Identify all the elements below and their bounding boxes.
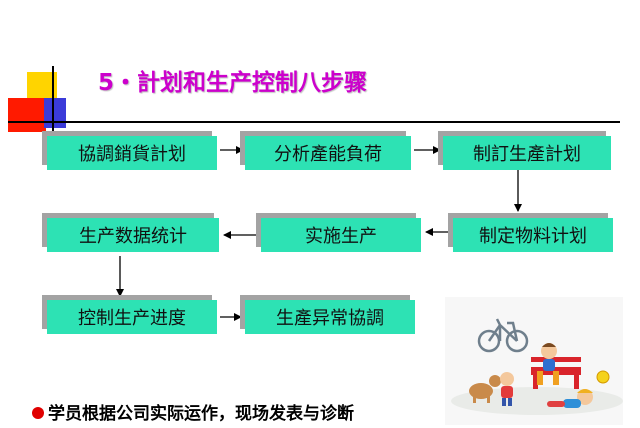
node-label: 制定物料计划 [453,218,613,252]
node-label: 制訂生產計划 [443,136,611,170]
children-playing-illustration [445,297,623,425]
bullet-icon [32,407,44,419]
slide-title: 5・計划和生产控制八步骤 [98,70,368,96]
child-standing-icon [500,372,514,406]
note-text: 学员根据公司实际运作，现场发表与诊断 [48,404,354,424]
flow-node-sales-coordination: 協調銷貨計划 [42,131,217,170]
child-lying-icon [547,389,593,408]
dog-icon [469,375,501,403]
flow-node-material-plan: 制定物料计划 [448,213,613,252]
flow-node-capacity-analysis: 分析產能負荷 [240,131,411,170]
bottom-note: 学员根据公司实际运作，现场发表与诊断 [32,399,354,424]
node-label: 控制生产进度 [47,300,217,334]
node-label: 生产数据统计 [47,218,219,252]
ball-icon [596,370,610,384]
node-label: 生產异常協調 [245,300,415,334]
decor-red-square [8,98,46,132]
flow-node-production-plan: 制訂生產計划 [438,131,611,170]
flow-node-exception-coordination: 生產异常協調 [240,295,415,334]
decor-blue-square [44,98,66,128]
flow-node-production-statistics: 生产数据统计 [42,213,219,252]
bicycle-icon [477,318,529,353]
node-label: 協調銷貨計划 [47,136,217,170]
node-label: 分析產能負荷 [245,136,411,170]
child-sitting-icon [537,343,559,385]
node-label: 实施生产 [261,218,421,252]
decor-vertical-rule [52,66,54,148]
flow-node-progress-control: 控制生产进度 [42,295,217,334]
decor-horizontal-rule [8,121,620,123]
flow-node-implement-production: 实施生产 [256,213,421,252]
